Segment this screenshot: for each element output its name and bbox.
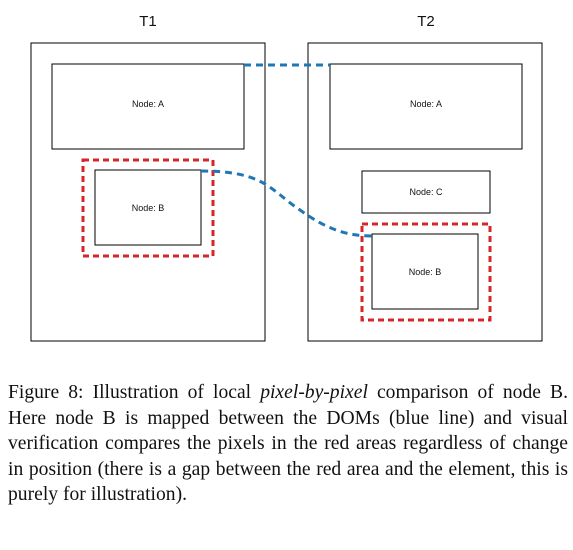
figure-caption: Figure 8: Illustration of local pixel-by…	[8, 380, 568, 508]
caption-emphasis: pixel-by-pixel	[260, 382, 368, 403]
mapping-line-node-b	[200, 169, 373, 238]
node-b-t1-box	[94, 169, 202, 246]
panel-t2-frame	[307, 42, 543, 342]
node-c-t2-label: Node: C	[409, 187, 443, 197]
caption-label: Figure 8:	[8, 382, 84, 403]
caption-text-after: comparison of node B. Here node B is map…	[8, 382, 568, 505]
node-a-t1-box	[51, 63, 245, 150]
node-b-t2-label: Node: B	[409, 267, 442, 277]
panel-title-t1: T1	[139, 13, 157, 30]
comparison-area-t1	[81, 158, 215, 258]
node-a-t2-label: Node: A	[410, 99, 442, 109]
node-a-t1-label: Node: A	[132, 99, 164, 109]
node-c-t2-box	[361, 170, 491, 214]
caption-text-before: Illustration of local	[92, 382, 252, 403]
node-b-t1-label: Node: B	[132, 203, 165, 213]
node-a-t2-box	[329, 63, 523, 150]
panel-title-t2: T2	[417, 13, 435, 30]
panel-t1-frame	[30, 42, 266, 342]
comparison-area-t2	[360, 222, 492, 322]
figure-diagram: T1 T2 Node: A Node: B Node: A Node: C No…	[30, 13, 543, 342]
node-b-t2-box	[371, 233, 479, 310]
